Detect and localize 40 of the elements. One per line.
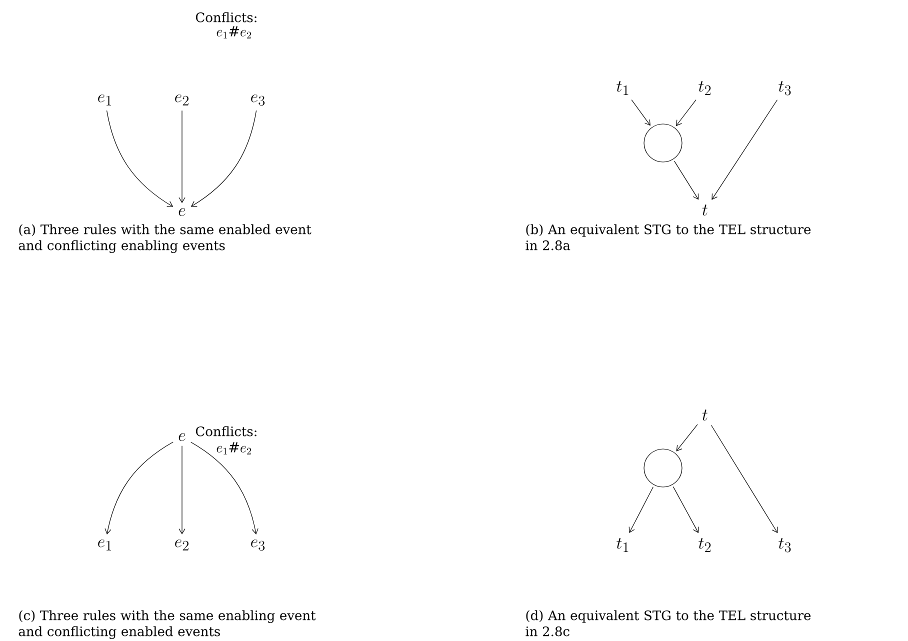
event-label: $t_1$ bbox=[616, 80, 628, 95]
caption: (c) Three rules with the same enabling event and conflicting enabled events bbox=[18, 610, 316, 639]
conflicts-heading: Conflicts: bbox=[196, 12, 256, 22]
event-label: $e_2$ bbox=[175, 94, 188, 106]
caption: (b) An equivalent STG to the TEL structure in 2.8a bbox=[526, 224, 811, 250]
event-label: $e_1$ bbox=[98, 94, 112, 106]
event-label: $t_2$ bbox=[698, 80, 711, 95]
event-label: $e_3$ bbox=[251, 94, 265, 106]
conflicts-heading: Conflicts: bbox=[196, 426, 256, 436]
arrow bbox=[676, 99, 696, 126]
arrow bbox=[104, 442, 174, 534]
event-label: $t_3$ bbox=[778, 80, 791, 96]
place-circle bbox=[644, 448, 682, 488]
arrow bbox=[106, 110, 174, 207]
event-label: $t_3$ bbox=[778, 538, 791, 552]
conflict-relation: $e_1\#e_2$ bbox=[216, 442, 251, 454]
event-label: $t$ bbox=[702, 410, 708, 420]
arrow bbox=[190, 110, 257, 207]
arrow bbox=[672, 486, 699, 534]
event-label: $e_3$ bbox=[251, 539, 265, 551]
arrow bbox=[190, 442, 258, 534]
arrow bbox=[676, 424, 698, 452]
caption: (d) An equivalent STG to the TEL structure in 2.8c bbox=[526, 610, 811, 636]
event-label: $t$ bbox=[702, 204, 708, 216]
caption: (a) Three rules with the same enabled event and conflicting enabling events bbox=[18, 224, 312, 253]
arrow bbox=[631, 100, 650, 126]
arrow bbox=[712, 100, 778, 200]
conflict-relation: $e_1\#e_2$ bbox=[216, 26, 251, 38]
event-label: $e_1$ bbox=[98, 539, 112, 550]
event-label: $e$ bbox=[178, 208, 186, 216]
arrow bbox=[178, 446, 186, 534]
arrow bbox=[178, 110, 186, 204]
arrow bbox=[710, 424, 778, 534]
event-label: $t_2$ bbox=[698, 538, 711, 552]
event-label: $e$ bbox=[178, 433, 186, 441]
place-circle bbox=[644, 124, 682, 162]
arrow bbox=[628, 486, 654, 534]
event-label: $t_1$ bbox=[616, 538, 628, 552]
event-label: $e_2$ bbox=[175, 539, 188, 550]
arrow bbox=[674, 160, 699, 200]
